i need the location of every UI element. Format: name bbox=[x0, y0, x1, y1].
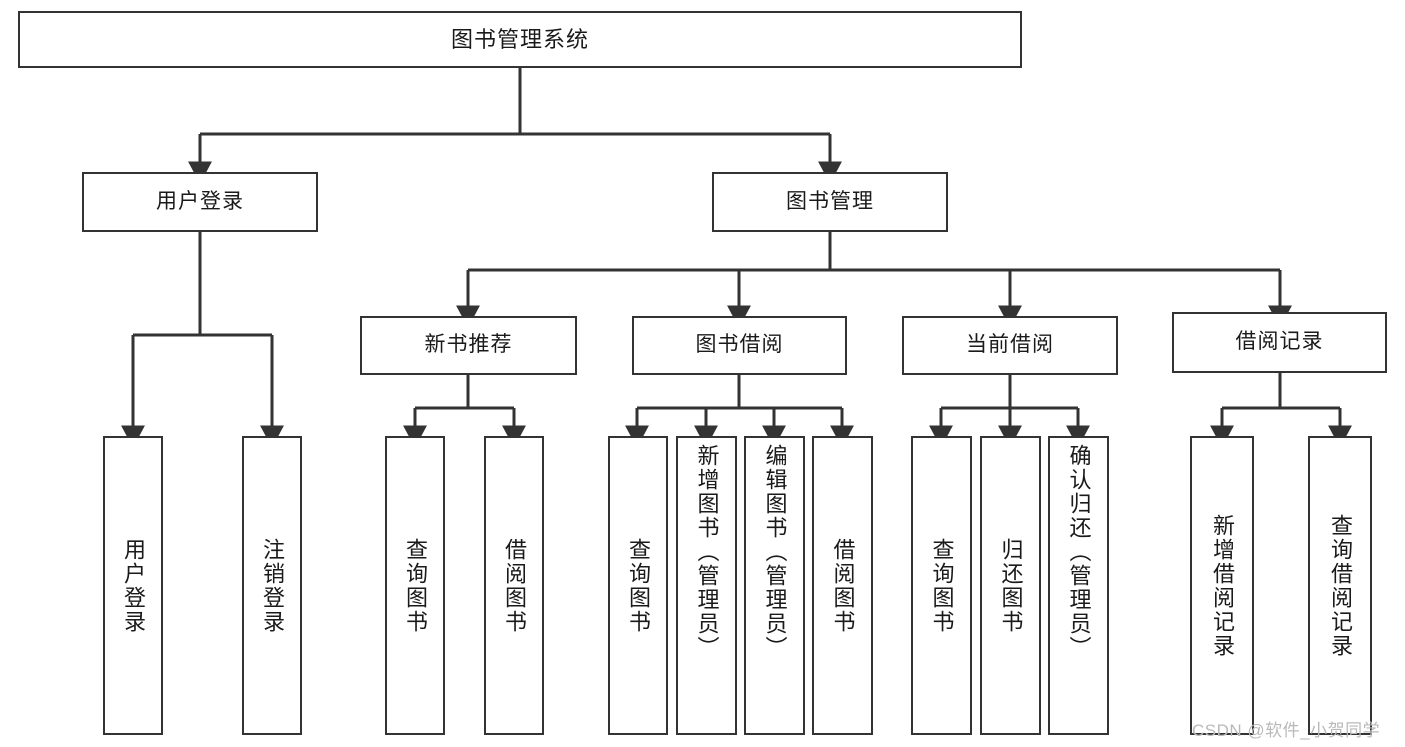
node-leaf-borrow-book-2[interactable]: 借阅图书 bbox=[812, 436, 873, 735]
node-root-label: 图书管理系统 bbox=[450, 26, 589, 52]
node-leaf-logout-label: 注销登录 bbox=[260, 537, 285, 634]
node-new-book-recommend[interactable]: 新书推荐 bbox=[360, 316, 577, 375]
node-leaf-return-book-label: 归还图书 bbox=[998, 537, 1024, 634]
node-leaf-borrow-book-2-label: 借阅图书 bbox=[830, 537, 856, 634]
node-user-login[interactable]: 用户登录 bbox=[82, 172, 318, 232]
node-new-book-recommend-label: 新书推荐 bbox=[424, 333, 513, 357]
node-leaf-query-book-2[interactable]: 查询图书 bbox=[608, 436, 668, 735]
node-borrow-record[interactable]: 借阅记录 bbox=[1172, 312, 1387, 373]
node-leaf-query-book-1[interactable]: 查询图书 bbox=[385, 436, 445, 735]
node-leaf-confirm-return-label: 确认归还（管理员） bbox=[1066, 444, 1092, 660]
node-book-borrow-label: 图书借阅 bbox=[695, 333, 784, 357]
node-leaf-add-record-label: 新增借阅记录 bbox=[1210, 513, 1235, 658]
watermark: CSDN @软件_小贺同学 bbox=[1192, 716, 1380, 741]
node-leaf-query-record-label: 查询借阅记录 bbox=[1328, 513, 1353, 658]
node-leaf-return-book[interactable]: 归还图书 bbox=[980, 436, 1041, 735]
node-leaf-user-login-label: 用户登录 bbox=[121, 537, 146, 634]
node-leaf-edit-book-label: 编辑图书（管理员） bbox=[762, 444, 788, 660]
node-book-borrow[interactable]: 图书借阅 bbox=[632, 316, 847, 375]
node-leaf-query-book-3-label: 查询图书 bbox=[929, 537, 955, 634]
node-root[interactable]: 图书管理系统 bbox=[18, 11, 1022, 68]
node-leaf-query-book-1-label: 查询图书 bbox=[403, 537, 428, 634]
node-borrow-record-label: 借阅记录 bbox=[1235, 330, 1324, 354]
node-leaf-query-book-3[interactable]: 查询图书 bbox=[911, 436, 972, 735]
node-leaf-add-book[interactable]: 新增图书（管理员） bbox=[676, 436, 737, 735]
node-current-borrow[interactable]: 当前借阅 bbox=[902, 316, 1118, 375]
node-user-login-label: 用户登录 bbox=[156, 189, 244, 213]
node-leaf-user-login[interactable]: 用户登录 bbox=[103, 436, 163, 735]
node-leaf-edit-book[interactable]: 编辑图书（管理员） bbox=[744, 436, 805, 735]
node-leaf-borrow-book-1-label: 借阅图书 bbox=[502, 537, 527, 634]
node-leaf-add-record[interactable]: 新增借阅记录 bbox=[1190, 436, 1254, 735]
node-book-manage-label: 图书管理 bbox=[786, 189, 874, 213]
node-leaf-query-book-2-label: 查询图书 bbox=[626, 537, 651, 634]
node-leaf-query-record[interactable]: 查询借阅记录 bbox=[1308, 436, 1372, 735]
node-leaf-borrow-book-1[interactable]: 借阅图书 bbox=[484, 436, 544, 735]
node-current-borrow-label: 当前借阅 bbox=[966, 333, 1054, 357]
node-leaf-confirm-return[interactable]: 确认归还（管理员） bbox=[1048, 436, 1109, 735]
node-leaf-logout[interactable]: 注销登录 bbox=[242, 436, 302, 735]
watermark-text: CSDN @软件_小贺同学 bbox=[1192, 721, 1381, 740]
node-leaf-add-book-label: 新增图书（管理员） bbox=[694, 444, 720, 660]
node-book-manage[interactable]: 图书管理 bbox=[712, 172, 948, 232]
